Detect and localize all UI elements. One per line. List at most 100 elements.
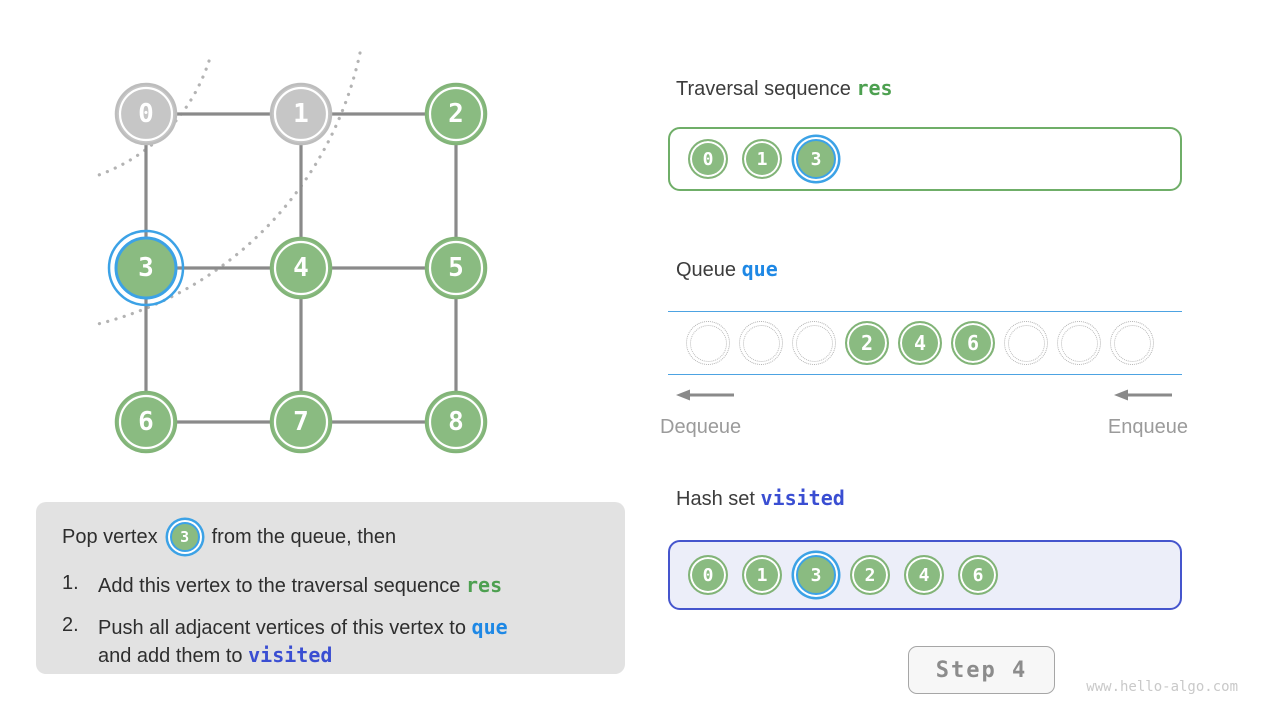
note-intro-after: from the queue, then xyxy=(211,525,397,548)
queue-item-4: 4 xyxy=(898,321,942,365)
graph-vertex-3: 3 xyxy=(107,229,185,307)
queue-slot-empty-inner xyxy=(742,324,780,362)
note-intro-line: Pop vertex 3 from the queue, then xyxy=(62,522,603,552)
note-list: 1. Add this vertex to the traversal sequ… xyxy=(62,572,603,670)
queue-slot-empty-inner xyxy=(1060,324,1098,362)
queue-slot-empty-inner xyxy=(1007,324,1045,362)
queue-slot-empty-inner xyxy=(689,324,727,362)
vertex-label: 5 xyxy=(448,253,464,283)
note-item-1-text: Add this vertex to the traversal sequenc… xyxy=(98,572,502,600)
vertex-circle xyxy=(424,82,488,146)
hashset-title-text: Hash set xyxy=(676,488,755,510)
note-item-2: 2. Push all adjacent vertices of this ve… xyxy=(62,614,603,670)
note-item-1-code: res xyxy=(465,573,503,597)
que-code-token: que xyxy=(741,257,778,281)
graph-vertex-7: 7 xyxy=(269,390,333,454)
note-item-2-text: Push all adjacent vertices of this verte… xyxy=(98,614,508,670)
visited-code-token: visited xyxy=(760,486,845,510)
note-item-2-body: Push all adjacent vertices of this verte… xyxy=(98,617,466,639)
queue-slot-empty xyxy=(686,321,730,365)
graph-svg: 0 1 2 3 4 5 6 7 8 xyxy=(91,51,488,454)
step-explanation-box: Pop vertex 3 from the queue, then 1. Add… xyxy=(36,502,625,674)
note-item-1: 1. Add this vertex to the traversal sequ… xyxy=(62,572,603,600)
note-item-2-number: 2. xyxy=(62,614,79,636)
graph-vertex-5: 5 xyxy=(424,236,488,300)
vertex-circle xyxy=(269,82,333,146)
vertex-label: 1 xyxy=(293,99,309,129)
graph-vertex-4: 4 xyxy=(269,236,333,300)
graph-vertex-0: 0 xyxy=(114,82,178,146)
hash-item-0: 0 xyxy=(688,555,728,595)
bfs-frontier-arc xyxy=(96,51,362,326)
vertex-circle xyxy=(424,236,488,300)
queue-slot-empty xyxy=(1004,321,1048,365)
note-item-2-line2: and add them to visited xyxy=(98,642,508,670)
res-item-0: 0 xyxy=(688,139,728,179)
dequeue-arrow-icon xyxy=(676,389,734,401)
vertex-circle xyxy=(428,86,484,142)
vertex-circle xyxy=(118,394,174,450)
queue-item-6: 6 xyxy=(951,321,995,365)
vertex-circle xyxy=(269,390,333,454)
hash-item-3: 3 xyxy=(796,555,836,595)
graph-vertex-8: 8 xyxy=(424,390,488,454)
vertex-circle xyxy=(269,236,333,300)
hashset-title: Hash set visited xyxy=(676,486,845,511)
queue-slot-empty-inner xyxy=(1113,324,1151,362)
step-button[interactable]: Step 4 xyxy=(908,646,1055,694)
vertex-circle xyxy=(424,390,488,454)
graph-vertex-6: 6 xyxy=(114,390,178,454)
vertex-circle xyxy=(114,82,178,146)
vertex-circle xyxy=(107,229,185,307)
queue-item-2: 2 xyxy=(845,321,889,365)
queue-title: Queue que xyxy=(676,257,778,282)
vertex-label: 7 xyxy=(293,407,309,437)
note-item-2-code-que: que xyxy=(471,615,508,639)
watermark-text: www.hello-algo.com xyxy=(1086,679,1238,695)
queue-slot-empty-inner xyxy=(795,324,833,362)
vertex-circle xyxy=(114,390,178,454)
res-item-3: 3 xyxy=(796,139,836,179)
res-item-1: 1 xyxy=(742,139,782,179)
hash-item-1: 1 xyxy=(742,555,782,595)
note-item-2-body2: and add them to xyxy=(98,645,243,667)
graph-vertex-2: 2 xyxy=(424,82,488,146)
queue-title-text: Queue xyxy=(676,259,737,281)
vertex-circle xyxy=(273,86,329,142)
note-item-1-body: Add this vertex to the traversal sequenc… xyxy=(98,575,461,597)
queue-slot-empty xyxy=(1057,321,1101,365)
vertex-label: 8 xyxy=(448,407,464,437)
dequeue-label: Dequeue xyxy=(660,416,742,438)
graph-vertex-1: 1 xyxy=(269,82,333,146)
enqueue-label: Enqueue xyxy=(1107,416,1188,438)
note-item-2-code-visited: visited xyxy=(248,643,333,667)
vertex-label: 0 xyxy=(138,99,154,129)
vertex-circle xyxy=(428,240,484,296)
graph-panel: 0 1 2 3 4 5 6 7 8 xyxy=(0,0,640,500)
note-item-1-number: 1. xyxy=(62,572,79,594)
enqueue-arrow-icon xyxy=(1114,389,1172,401)
hash-item-4: 4 xyxy=(904,555,944,595)
queue-slot-empty xyxy=(1110,321,1154,365)
note-vertex-chip: 3 xyxy=(169,522,200,552)
queue-slot-empty xyxy=(739,321,783,365)
vertex-label: 2 xyxy=(448,99,464,129)
vertex-circle xyxy=(428,394,484,450)
traversal-title: Traversal sequence res xyxy=(676,76,893,101)
queue-slot-empty xyxy=(792,321,836,365)
res-code-token: res xyxy=(856,76,893,100)
vertex-circle xyxy=(114,236,178,300)
vertex-label: 3 xyxy=(138,253,154,283)
vertex-circle xyxy=(118,86,174,142)
hash-item-2: 2 xyxy=(850,555,890,595)
vertex-label: 6 xyxy=(138,407,154,437)
traversal-title-text: Traversal sequence xyxy=(676,78,851,100)
vertex-circle xyxy=(273,394,329,450)
vertex-label: 4 xyxy=(293,253,309,283)
vertex-circle xyxy=(273,240,329,296)
hash-item-6: 6 xyxy=(958,555,998,595)
note-intro-before: Pop vertex xyxy=(62,525,158,548)
